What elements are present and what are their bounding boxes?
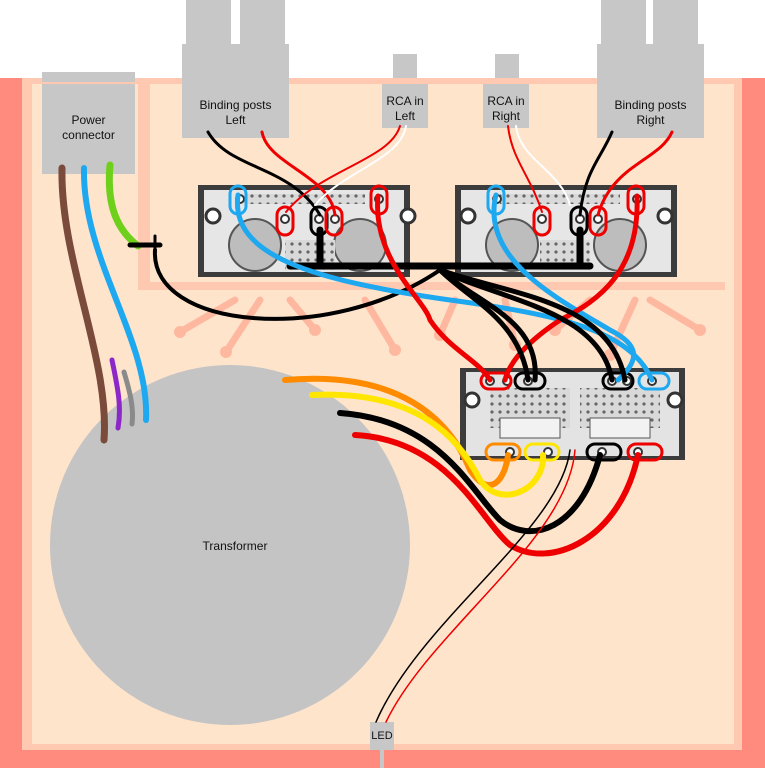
binding-posts-left [182, 0, 289, 138]
binding-posts-right [597, 0, 704, 138]
mounting-hole-icon [666, 391, 684, 409]
wire-led-red [385, 449, 576, 723]
transformer-label: Transformer [202, 538, 268, 553]
wire-led-black [375, 449, 571, 723]
mounting-hole-icon [204, 207, 222, 225]
wire-black-secondary [337, 410, 603, 535]
mounting-hole-icon [656, 207, 674, 225]
led-label: LED [371, 729, 393, 742]
rca-in-left [382, 54, 428, 128]
mounting-hole-icon [459, 207, 477, 225]
terminal-outlines [228, 184, 671, 462]
wire-blue-mains [80, 165, 150, 423]
wire-blue-rail-right [491, 192, 637, 383]
binding-posts-right-label: Binding posts Right [614, 98, 687, 127]
capacitor-icon [593, 218, 647, 272]
wires [58, 125, 674, 723]
wire-red-rail-left [375, 193, 493, 383]
mounting-hole-icon [399, 207, 417, 225]
power-supply-board [460, 368, 685, 460]
wire-ground-return [152, 248, 442, 321]
binding-posts-left-label: Binding posts Left [199, 98, 272, 127]
wire-grey [121, 369, 135, 427]
transformer [50, 365, 410, 725]
power-connector [42, 72, 135, 174]
rca-in-left-label: RCA in Left [386, 94, 424, 123]
rca-in-right [483, 54, 529, 128]
wire-yellow [309, 391, 547, 498]
wire-blue-rail-left [234, 192, 655, 383]
rca-in-right-label: RCA in Right [487, 94, 525, 123]
wire-purple [109, 357, 122, 431]
wire-brown [58, 164, 108, 444]
led [370, 722, 394, 768]
wire-green-earth [105, 161, 142, 250]
power-connector-label: Power connector [62, 113, 115, 142]
capacitor-icon [228, 218, 282, 272]
mounting-hole-icon [463, 391, 481, 409]
wire-red-secondary [352, 432, 641, 557]
shelf-rib-left [138, 84, 150, 290]
